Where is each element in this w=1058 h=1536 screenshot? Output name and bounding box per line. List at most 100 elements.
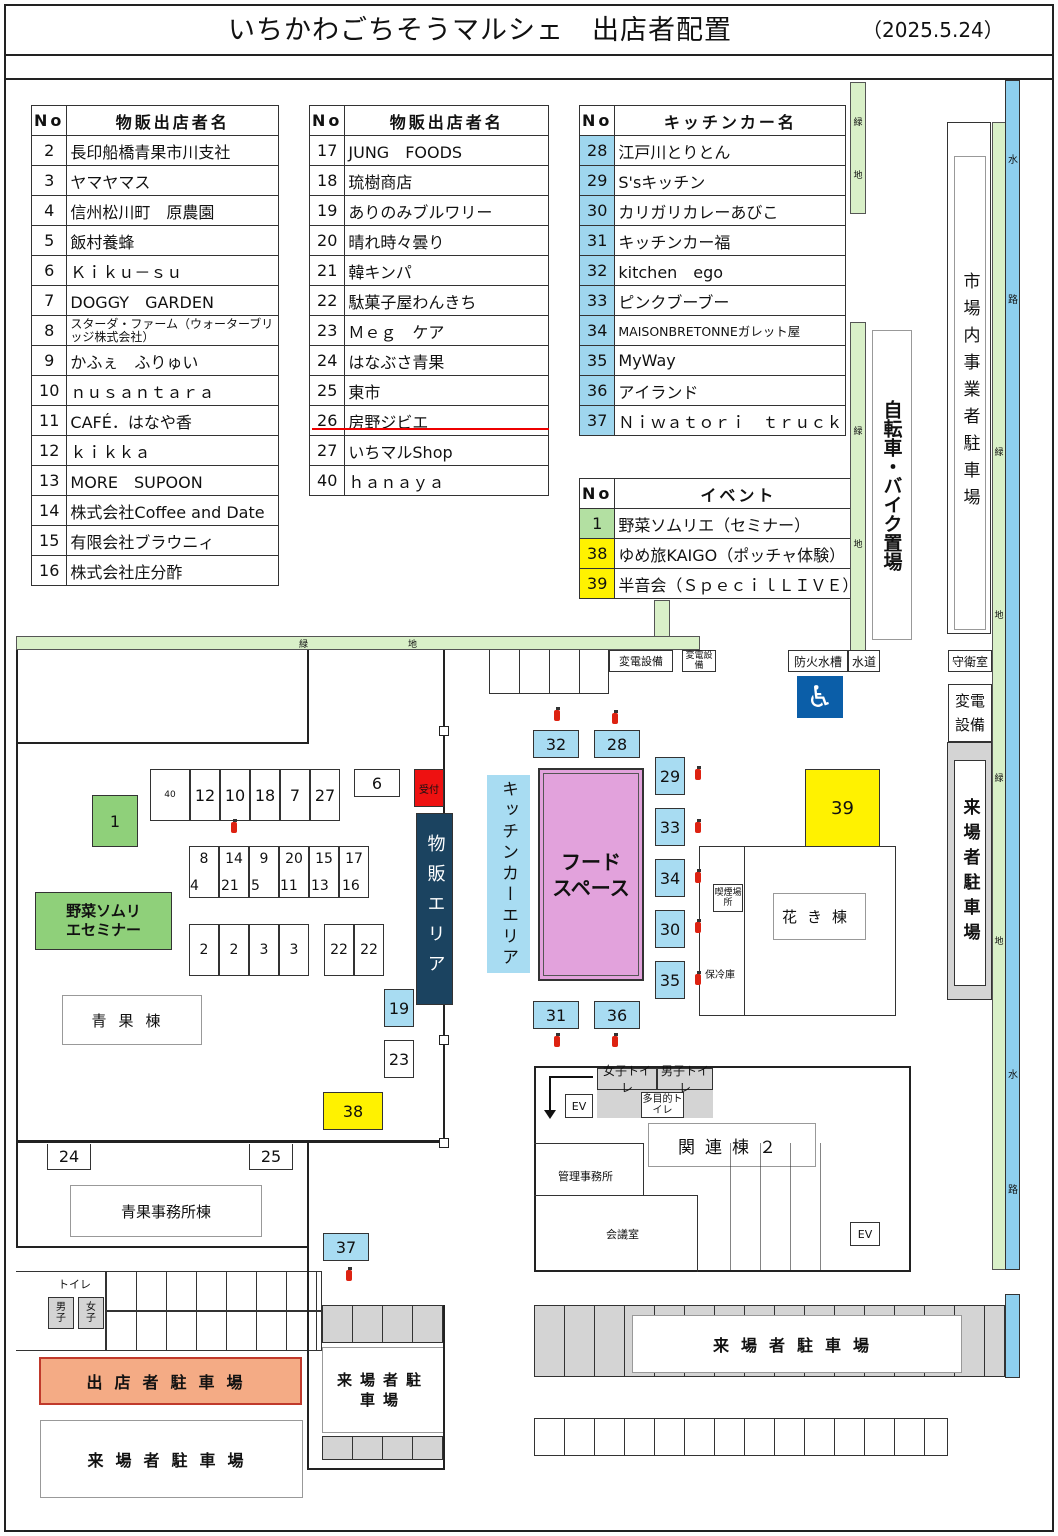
row-name: 有限会社ブラウニィ bbox=[66, 525, 279, 556]
stall-11: 11 bbox=[280, 878, 298, 894]
fire-extinguisher-icon bbox=[612, 710, 618, 724]
row-number: 27 bbox=[308, 435, 346, 466]
row-name: 野菜ソムリエ（セミナー） bbox=[614, 508, 863, 539]
row-name: かふぇ ふりゅい bbox=[66, 345, 279, 376]
kitchen-car-32: 32 bbox=[533, 730, 579, 758]
row-number: 40 bbox=[308, 465, 346, 496]
stall-2b: 2 bbox=[219, 924, 249, 976]
green-strip-small bbox=[654, 600, 670, 640]
stall-3b: 3 bbox=[279, 924, 309, 976]
meeting-room: 会議室 bbox=[606, 1228, 639, 1241]
kitchen-car-area: キッチンカーエリア bbox=[487, 775, 530, 973]
row-number: 12 bbox=[30, 435, 68, 466]
map-frame bbox=[4, 4, 1054, 1532]
row-name: 江戸川とりとん bbox=[614, 135, 847, 166]
row-name: ｋｉｋｋａ bbox=[66, 435, 279, 466]
row-number: 29 bbox=[578, 165, 616, 196]
wall bbox=[307, 1140, 309, 1248]
row-number: 3 bbox=[30, 165, 68, 196]
fire-extinguisher-icon bbox=[346, 1267, 352, 1281]
row-number: 15 bbox=[30, 525, 68, 556]
route-arrow-v bbox=[549, 1076, 551, 1112]
row-number: 28 bbox=[578, 135, 616, 166]
row-number: 16 bbox=[30, 555, 68, 586]
row-number: 1 bbox=[578, 508, 616, 539]
row-number: 20 bbox=[308, 225, 346, 256]
stall-8: 8 bbox=[189, 846, 219, 898]
elevator-2: EV bbox=[850, 1222, 880, 1246]
row-name: CAFÉ．はなや香 bbox=[66, 405, 279, 436]
row-number: 9 bbox=[30, 345, 68, 376]
land-label: 地 bbox=[408, 639, 418, 650]
toilet-label: トイレ bbox=[58, 1278, 91, 1291]
stall-18: 18 bbox=[250, 769, 280, 821]
fire-extinguisher-icon bbox=[554, 707, 560, 721]
accessible-icon: ♿ bbox=[797, 676, 843, 718]
row-number: 5 bbox=[30, 225, 68, 256]
row-name: 半音会（ＳｐｅｃｉｌＬＩＶＥ） bbox=[614, 568, 863, 599]
related-building-outline bbox=[534, 1066, 911, 1272]
green-strip-top: 緑地 bbox=[850, 82, 866, 214]
post-marker bbox=[439, 1138, 449, 1148]
row-number: 25 bbox=[308, 375, 346, 406]
event-39: 39 bbox=[805, 769, 880, 847]
row-number: 33 bbox=[578, 285, 616, 316]
kitchen-car-35: 35 bbox=[655, 961, 685, 999]
page-title: いちかわごちそうマルシェ 出店者配置 bbox=[228, 15, 732, 46]
row-name: 東市 bbox=[344, 375, 549, 406]
row-name: ｎｕｓａｎｔａｒａ bbox=[66, 375, 279, 406]
stall-3a: 3 bbox=[249, 924, 279, 976]
row-name: 長印船橋青果市川支社 bbox=[66, 135, 279, 166]
row-name: ゆめ旅KAIGO（ポッチャ体験） bbox=[614, 538, 863, 569]
row-name: kitchen ego bbox=[614, 255, 847, 286]
row-number: 4 bbox=[30, 195, 68, 226]
green-strip-mid: 緑地 bbox=[850, 322, 866, 652]
left-block bbox=[16, 650, 309, 744]
parking-grid-5 bbox=[534, 1418, 948, 1456]
row-number: 7 bbox=[30, 285, 68, 316]
stall-15: 15 bbox=[309, 846, 339, 898]
route-arrow-h bbox=[549, 1076, 593, 1078]
row-number: 30 bbox=[578, 195, 616, 226]
staff-parking: 市場内事業者駐車場 bbox=[954, 156, 986, 630]
land-label: 地 bbox=[853, 171, 863, 181]
row-name: MORE SUPOON bbox=[66, 465, 279, 496]
col-name: キッチンカー名 bbox=[614, 105, 847, 136]
stall-12: 12 bbox=[190, 769, 220, 821]
row-number: 6 bbox=[30, 255, 68, 286]
row-name: 信州松川町 原農園 bbox=[66, 195, 279, 226]
stall-16: 16 bbox=[342, 878, 360, 894]
row-name: ありのみブルワリー bbox=[344, 195, 549, 226]
fire-extinguisher-icon bbox=[554, 1033, 560, 1047]
visitor-parking-right: 来場者駐車場 bbox=[632, 1315, 962, 1373]
multipurpose-restroom: 多目的トイレ bbox=[641, 1092, 684, 1118]
mens-restroom: 男子トイレ bbox=[657, 1064, 713, 1095]
row-name: Ｎｉｗａｔｏｒｉ ｔｒｕｃｋ bbox=[614, 405, 847, 436]
waterway-road: 水 路 水 路 bbox=[1005, 80, 1020, 1270]
visitor-parking-small: 来場者駐車場 bbox=[322, 1347, 444, 1433]
wall bbox=[16, 1246, 309, 1248]
row-number: 19 bbox=[308, 195, 346, 226]
reception: 受付 bbox=[414, 769, 444, 807]
stall-25: 25 bbox=[249, 1144, 293, 1170]
stall-9: 9 bbox=[249, 846, 279, 898]
